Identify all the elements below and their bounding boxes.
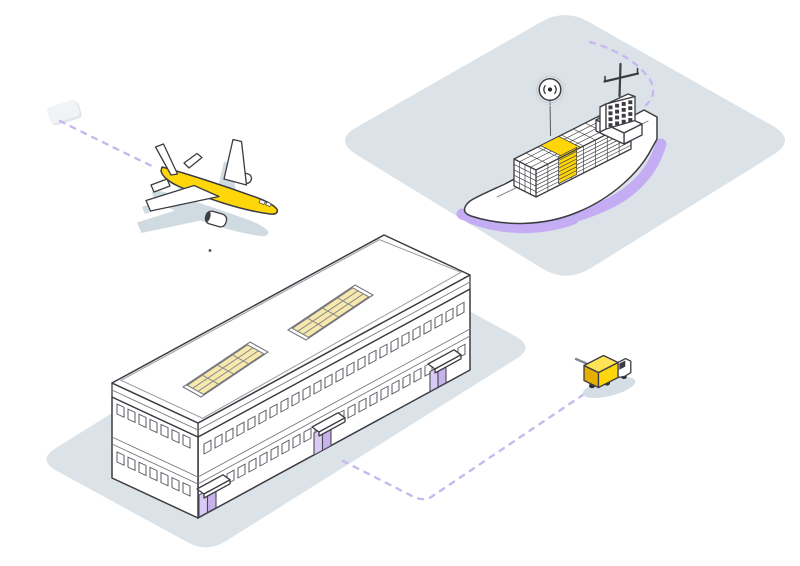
cargo-plane [145,138,279,228]
ship-mast [603,62,640,98]
air-zone [46,99,279,252]
air-route-dashed-line [58,119,158,170]
truck-cab [617,357,632,379]
skylight-grid [297,290,364,335]
plane-engine-near [204,210,228,228]
tracking-beacon-icon [533,73,567,137]
roof-inner-border [119,239,463,419]
route-dot [208,249,212,252]
bridge-window-grid [608,100,633,127]
warehouse-building [111,234,471,519]
cargo-ship [463,62,658,225]
shipping-tag [46,99,82,126]
plane-tailplane-far [183,152,203,169]
window-row [116,451,191,497]
skylight-grid [192,347,259,392]
plane-tail-fin [154,143,179,176]
plane-wing-near [145,184,220,212]
plane-tailplane-near [150,178,171,193]
sea-zone [345,15,785,276]
door-awning-1 [196,474,231,499]
sea-route-dashed-line [588,40,655,107]
roof-skylight-1 [181,341,270,398]
truck-shadow [582,376,636,399]
window-row [116,403,191,449]
beacon-pointer-line [549,100,551,137]
delivery-truck [574,354,636,399]
truck-cargo-box [583,354,619,389]
truck-windshield [619,360,626,370]
ground-zone [46,234,636,548]
plane-cockpit-windows [258,199,272,208]
roof-skylight-2 [286,284,375,341]
door-awning-3 [427,349,462,374]
plane-fuselage [160,166,279,215]
door-awning-2 [311,412,346,437]
ground-route-dashed-line [341,390,590,501]
window-row [203,301,465,455]
purple-wake [456,138,667,234]
ship-bridge [595,62,643,145]
plane-wing-far [223,138,248,186]
